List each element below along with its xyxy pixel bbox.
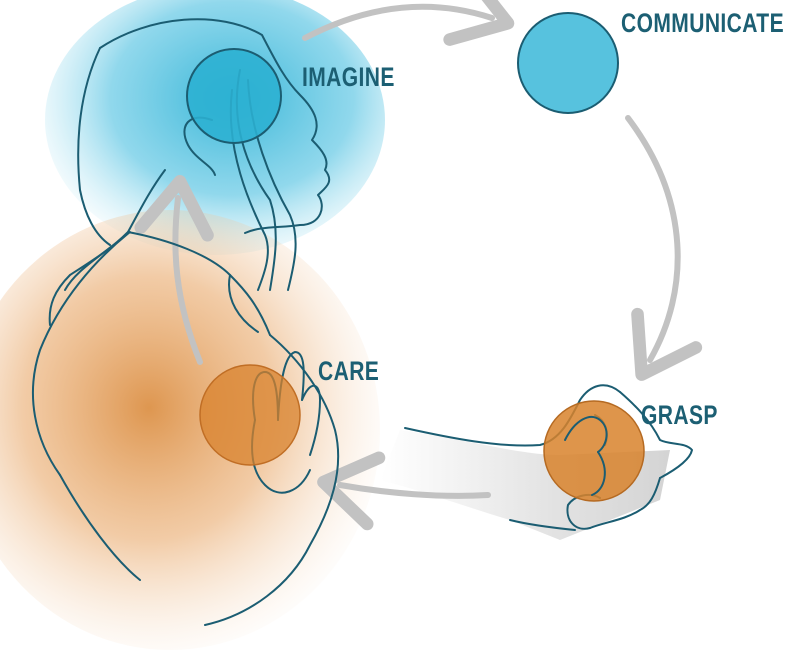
imagine-circle [186,48,282,144]
arrow-grasp-to-care [317,451,491,531]
body-orange-wash [0,210,380,650]
arrow-imagine-to-communicate [302,0,515,46]
arrow-care-to-imagine [134,175,214,365]
imagine-label: IMAGINE [302,62,395,92]
grasp-fingers [564,415,608,496]
grasp-label: GRASP [641,400,718,430]
communicate-label: COMMUNICATE [621,8,785,38]
care-label: CARE [318,356,380,386]
care-circle [199,364,301,466]
arrow-communicate-to-grasp [625,115,703,381]
grasp-circle [543,400,645,502]
communicate-circle [517,12,619,114]
